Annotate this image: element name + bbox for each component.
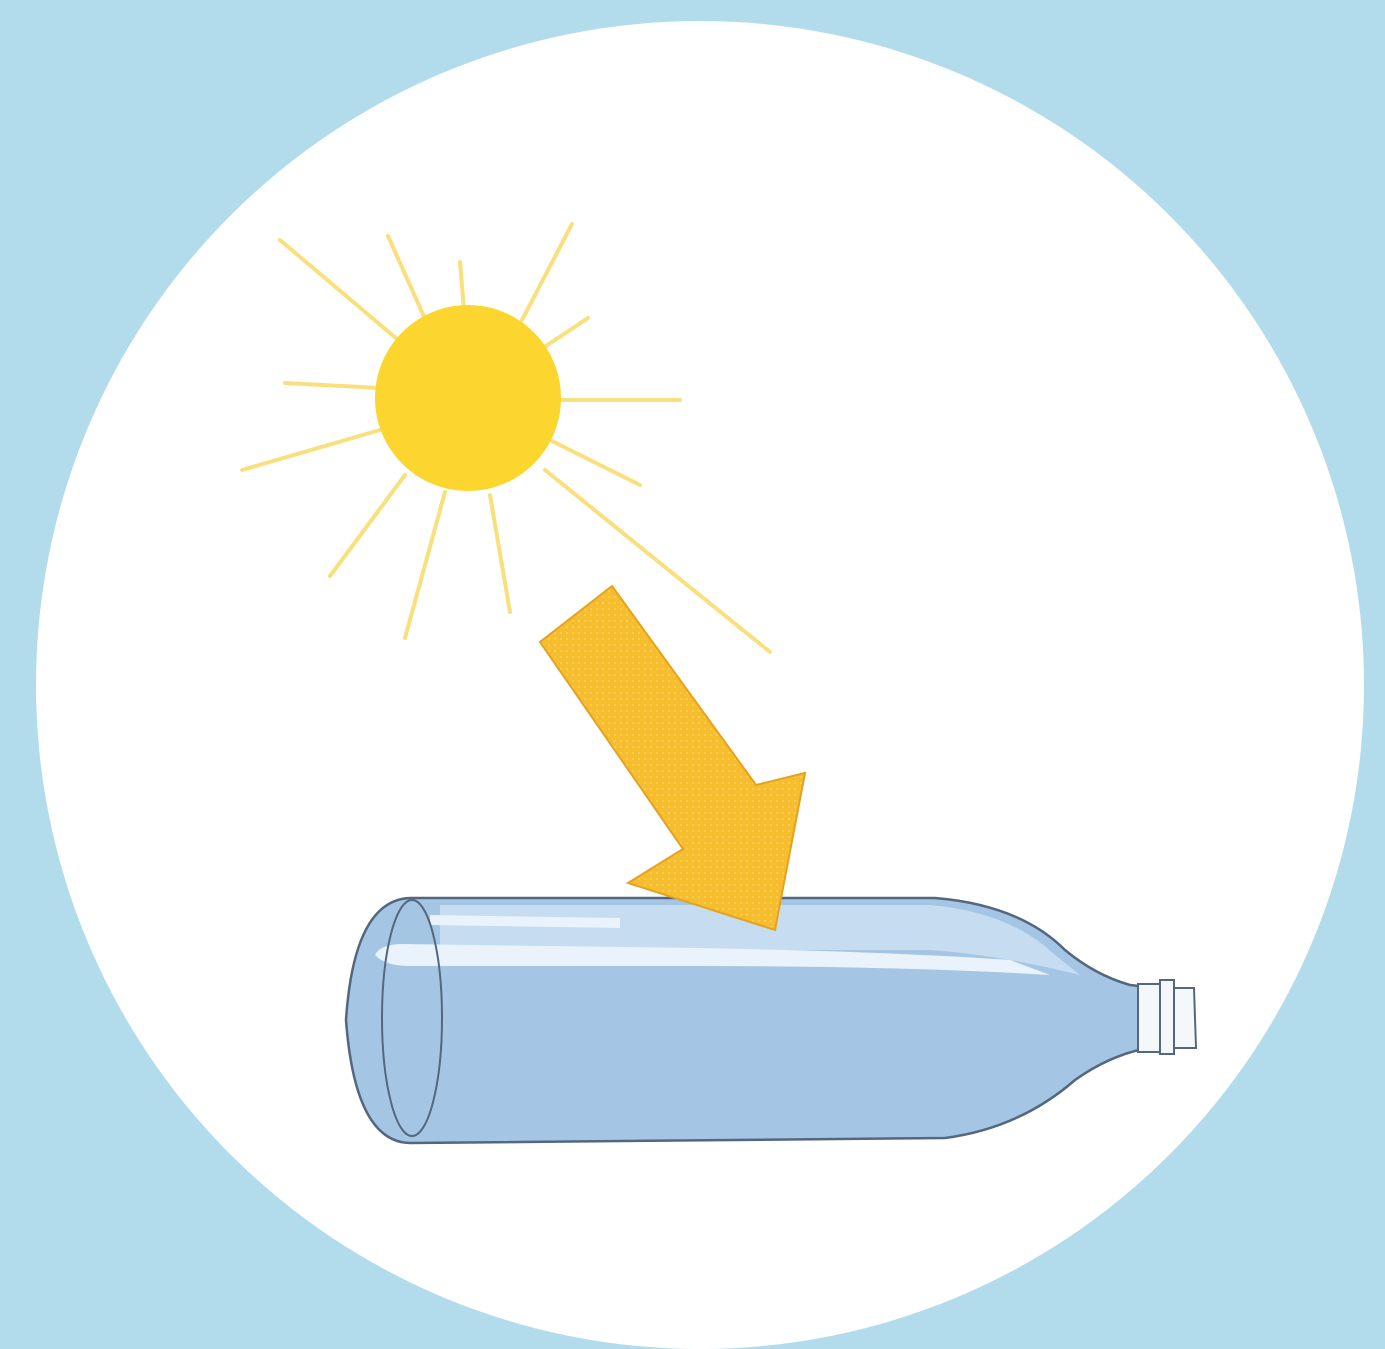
background-circle: [36, 21, 1364, 1349]
bottle-cap: [1138, 980, 1196, 1054]
sun-disc: [375, 305, 561, 491]
